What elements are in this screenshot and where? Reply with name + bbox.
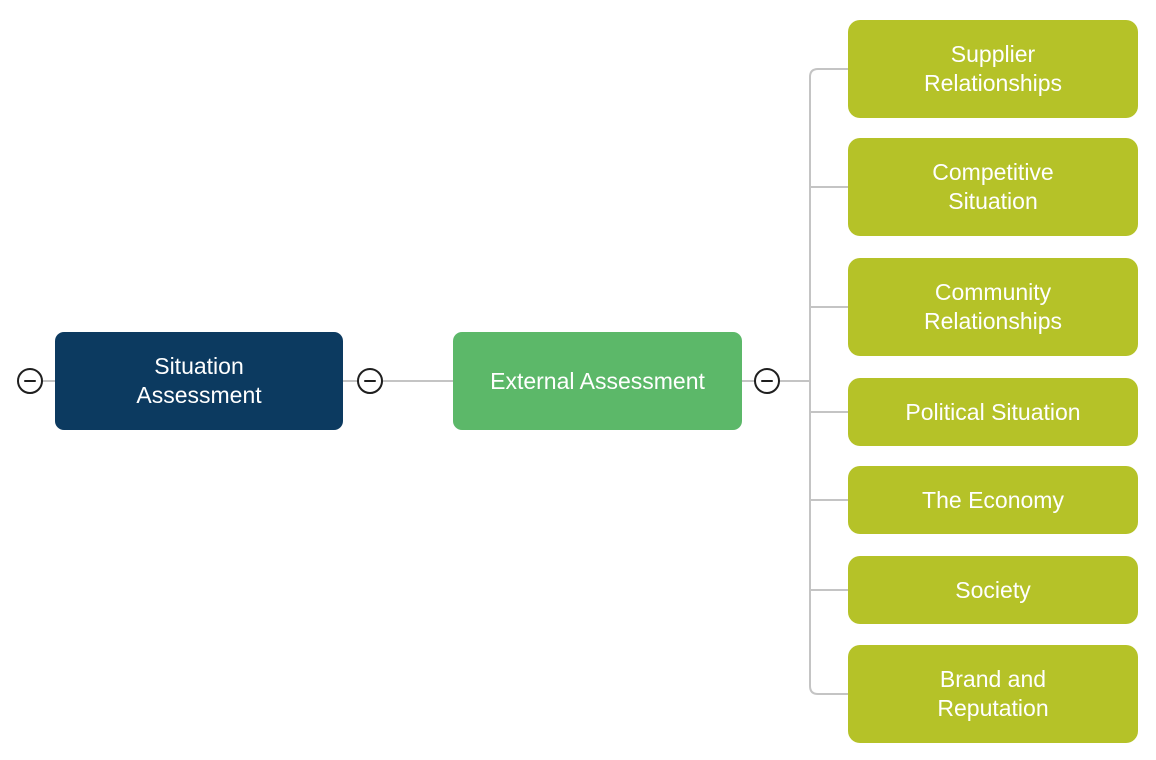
connector-bracket xyxy=(809,68,848,695)
collapse-button-external-branch[interactable] xyxy=(357,368,383,394)
subtopic-community-relationships[interactable]: Community Relationships xyxy=(848,258,1138,356)
topic-label: Community Relationships xyxy=(923,279,1063,334)
topic-label: Society xyxy=(955,576,1031,603)
collapse-button-subtopics[interactable] xyxy=(754,368,780,394)
subtopic-society[interactable]: Society xyxy=(848,556,1138,624)
topic-label: Political Situation xyxy=(905,398,1081,425)
topic-situation-assessment[interactable]: Situation Assessment xyxy=(55,332,343,430)
subtopic-the-economy[interactable]: The Economy xyxy=(848,466,1138,534)
collapse-button-root-left[interactable] xyxy=(17,368,43,394)
topic-label: Supplier Relationships xyxy=(923,41,1063,96)
topic-label: External Assessment xyxy=(490,367,705,394)
topic-external-assessment[interactable]: External Assessment xyxy=(453,332,742,430)
topic-label: The Economy xyxy=(922,486,1064,513)
topic-label: Brand and Reputation xyxy=(937,666,1049,721)
subtopic-competitive-situation[interactable]: Competitive Situation xyxy=(848,138,1138,236)
minus-icon xyxy=(364,379,376,383)
minus-icon xyxy=(24,379,36,383)
topic-label: Situation Assessment xyxy=(136,353,262,408)
subtopic-supplier-relationships[interactable]: Supplier Relationships xyxy=(848,20,1138,118)
subtopic-political-situation[interactable]: Political Situation xyxy=(848,378,1138,446)
subtopic-brand-and-reputation[interactable]: Brand and Reputation xyxy=(848,645,1138,743)
minus-icon xyxy=(761,379,773,383)
topic-label: Competitive Situation xyxy=(932,159,1054,214)
